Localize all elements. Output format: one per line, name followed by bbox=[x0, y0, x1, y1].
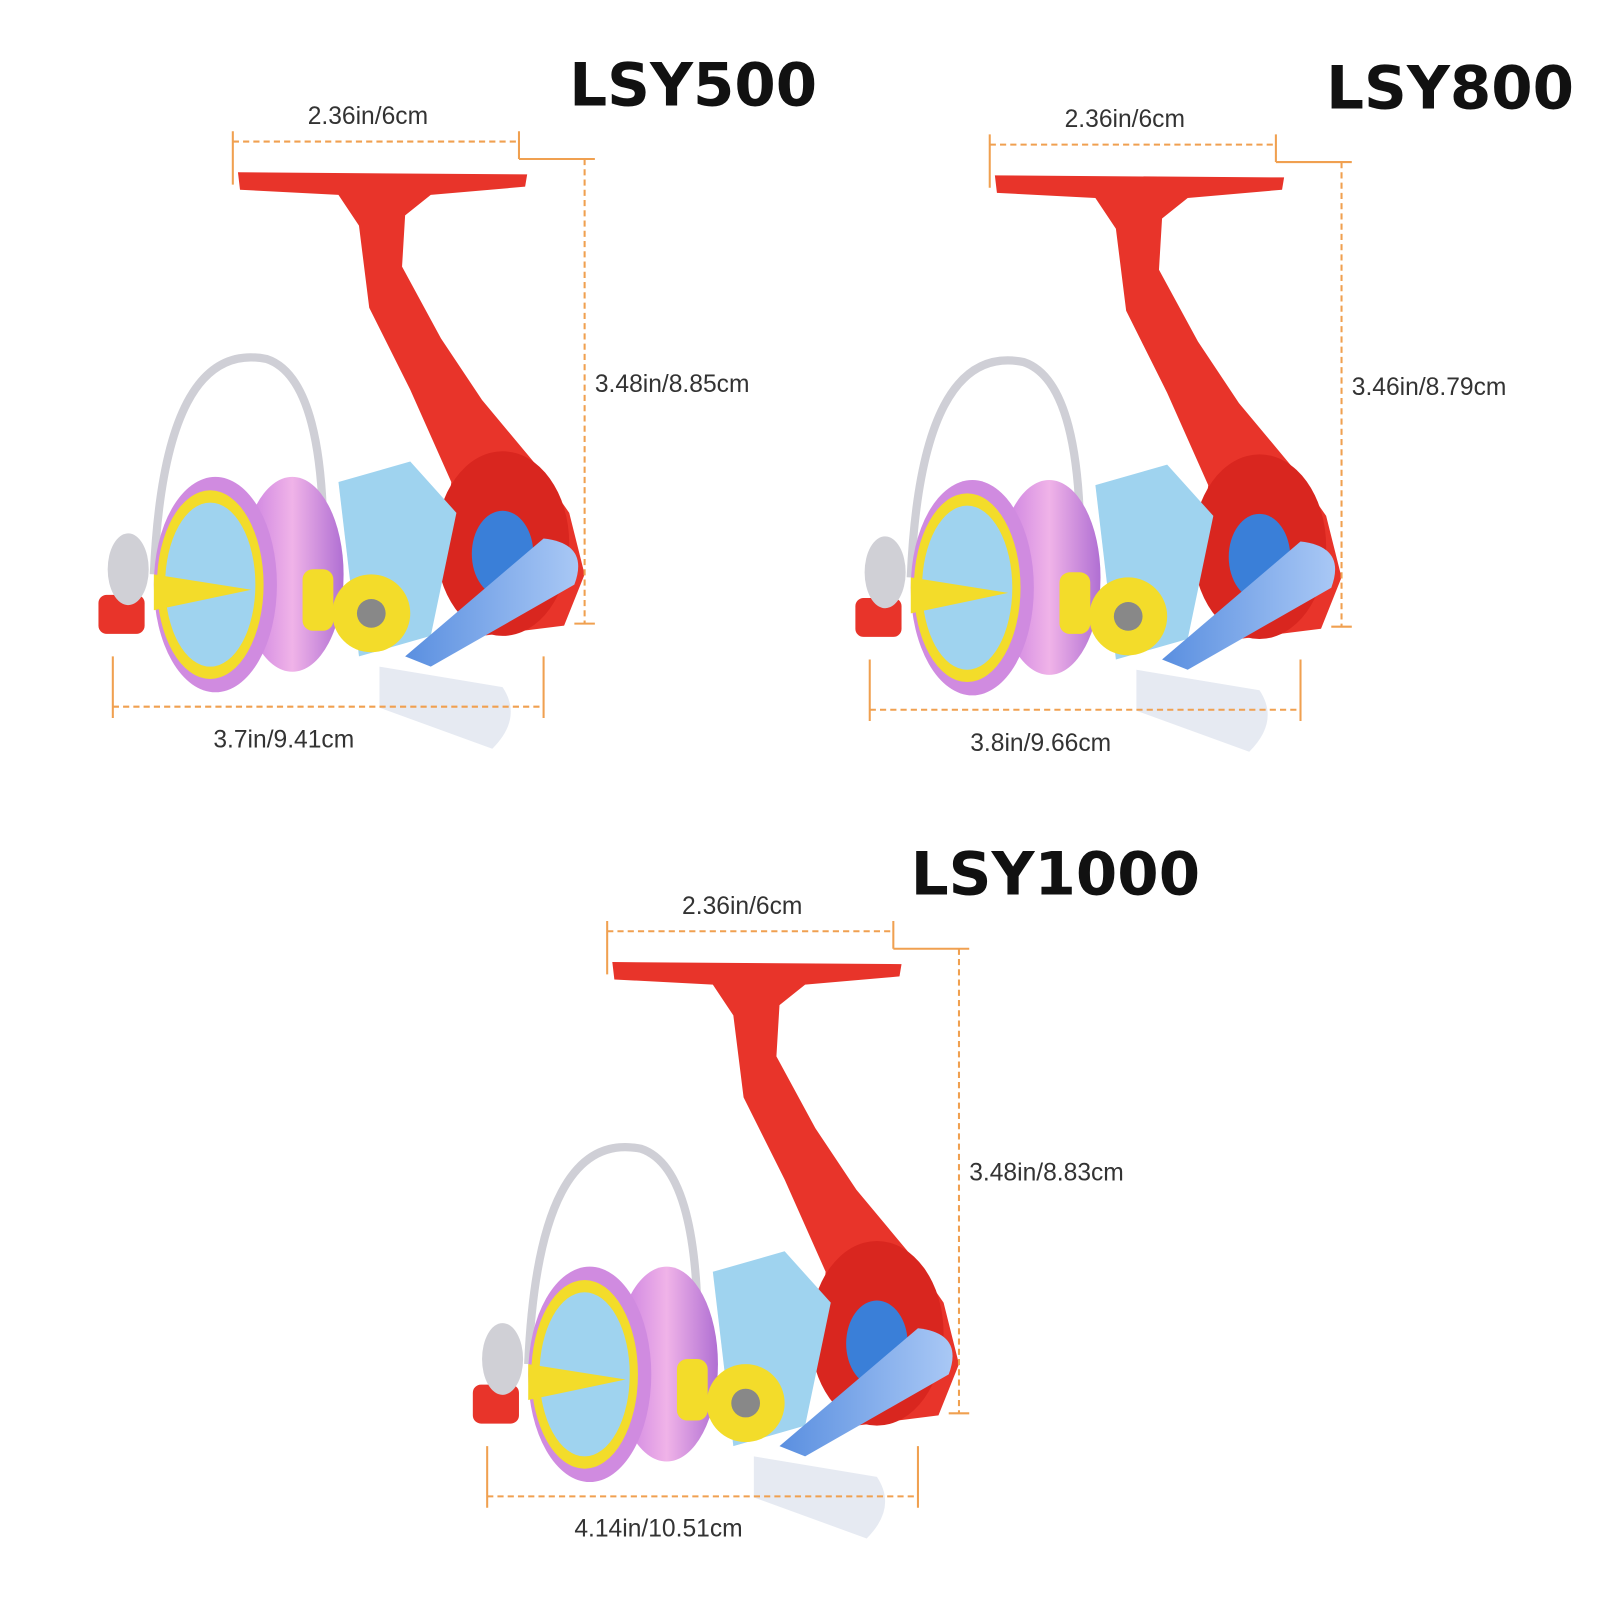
model-panel-lsy500: LSY500 2.36in/6cm 3.48in/8.85cm 3.7in/9.… bbox=[98, 52, 817, 754]
length-label: 3.8in/9.66cm bbox=[970, 730, 1111, 757]
model-title: LSY800 bbox=[1326, 55, 1574, 124]
model-title: LSY1000 bbox=[911, 840, 1200, 909]
height-label: 3.48in/8.85cm bbox=[595, 371, 750, 398]
height-label: 3.46in/8.79cm bbox=[1352, 374, 1507, 401]
reel-image bbox=[855, 175, 1341, 751]
reel-image bbox=[98, 172, 584, 748]
model-title: LSY500 bbox=[569, 52, 817, 121]
length-label: 4.14in/10.51cm bbox=[574, 1515, 742, 1542]
width-label: 2.36in/6cm bbox=[308, 103, 428, 130]
length-label: 3.7in/9.41cm bbox=[213, 727, 354, 754]
width-label: 2.36in/6cm bbox=[1065, 106, 1185, 133]
reel-image bbox=[473, 962, 959, 1538]
height-label: 3.48in/8.83cm bbox=[969, 1160, 1124, 1187]
model-panel-lsy800: LSY800 2.36in/6cm 3.46in/8.79cm 3.8in/9.… bbox=[855, 55, 1574, 757]
width-label: 2.36in/6cm bbox=[682, 893, 802, 920]
model-panel-lsy1000: LSY1000 2.36in/6cm 3.48in/8.83cm 4.14in/… bbox=[473, 840, 1200, 1542]
